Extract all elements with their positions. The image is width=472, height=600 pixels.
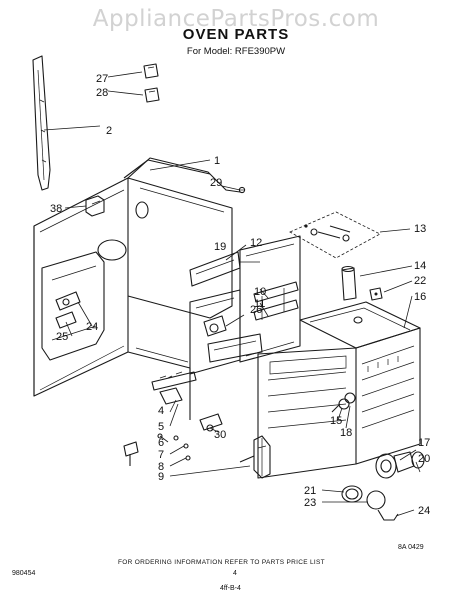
callout-11: 11 bbox=[254, 298, 265, 310]
callout-10: 10 bbox=[254, 286, 266, 298]
part-24-clip bbox=[369, 287, 383, 301]
part-10-11-rails bbox=[253, 281, 299, 321]
part-15-19-socket bbox=[331, 398, 350, 413]
part-6-7-8-screws bbox=[157, 433, 191, 461]
part-2-side-strip bbox=[32, 55, 51, 191]
figure-code: 8A 0429 bbox=[398, 544, 424, 551]
callout-5: 5 bbox=[158, 421, 164, 433]
callout-17: 17 bbox=[418, 437, 430, 449]
callout-30: 29 bbox=[210, 177, 222, 189]
part-38-bracket bbox=[85, 195, 105, 217]
watermark-text: AppliancePartsPros.com bbox=[92, 6, 380, 32]
part-30-screw bbox=[238, 186, 246, 194]
part-12-front-frame bbox=[189, 235, 301, 375]
callout-1: 1 bbox=[214, 155, 220, 167]
ordering-note: FOR ORDERING INFORMATION REFER TO PARTS … bbox=[118, 559, 325, 566]
callout-14: 14 bbox=[414, 260, 426, 272]
part-9-support bbox=[239, 435, 271, 479]
callout-21: 21 bbox=[304, 485, 316, 497]
callout-20: 19 bbox=[214, 241, 226, 253]
footer: 8A 0429 FOR ORDERING INFORMATION REFER T… bbox=[12, 544, 424, 592]
diagram-title: OVEN PARTS bbox=[182, 26, 290, 43]
callout-13: 13 bbox=[414, 223, 426, 235]
callout-27: 26 bbox=[250, 304, 262, 316]
callout-7: 7 bbox=[158, 449, 164, 461]
callout-31: 30 bbox=[214, 429, 226, 441]
callout-16: 16 bbox=[414, 291, 426, 303]
part-16-oven-liner bbox=[257, 301, 421, 479]
document-number: 980454 bbox=[12, 570, 35, 577]
callout-6: 6 bbox=[158, 437, 164, 449]
callout-labels: 27 28 2 1 29 38 13 12 19 14 22 10 16 11 … bbox=[50, 73, 430, 517]
model-line: For Model: RFE390PW bbox=[186, 46, 286, 57]
callout-25: 24 bbox=[86, 321, 98, 333]
page-number: 4 bbox=[233, 570, 237, 577]
part-29-clip bbox=[144, 87, 160, 103]
part-14-sensor bbox=[341, 265, 357, 301]
callout-29: 28 bbox=[96, 87, 108, 99]
part-17-18-light-assembly bbox=[375, 451, 425, 479]
part-21-22-23-lens bbox=[341, 485, 399, 521]
callout-24: 22 bbox=[414, 275, 426, 287]
callout-22: 23 bbox=[304, 497, 316, 509]
callout-8: 8 bbox=[158, 461, 164, 473]
callout-18: 20 bbox=[418, 453, 430, 465]
callout-28: 27 bbox=[96, 73, 108, 85]
part-13-screw-set bbox=[289, 211, 381, 259]
part-31-bracket bbox=[199, 413, 223, 432]
callout-12: 12 bbox=[250, 237, 262, 249]
callout-2: 2 bbox=[106, 125, 112, 137]
callout-23: 24 bbox=[418, 505, 430, 517]
part-25-26-lamp bbox=[55, 291, 81, 329]
leader-lines bbox=[43, 71, 421, 517]
callout-26: 25 bbox=[56, 331, 68, 343]
callout-38: 38 bbox=[50, 203, 62, 215]
part-1-cabinet-frame bbox=[33, 157, 241, 420]
part-27-mount bbox=[203, 315, 263, 363]
leveling-leg bbox=[123, 441, 139, 466]
callout-19: 18 bbox=[340, 427, 352, 439]
callout-9: 9 bbox=[158, 471, 164, 483]
handwritten-note: 4ff-B-4 bbox=[220, 585, 241, 592]
part-4-5-hinge bbox=[151, 371, 197, 405]
callout-15: 15 bbox=[330, 415, 342, 427]
callout-4: 4 bbox=[158, 405, 164, 417]
part-28-clip bbox=[143, 63, 159, 79]
